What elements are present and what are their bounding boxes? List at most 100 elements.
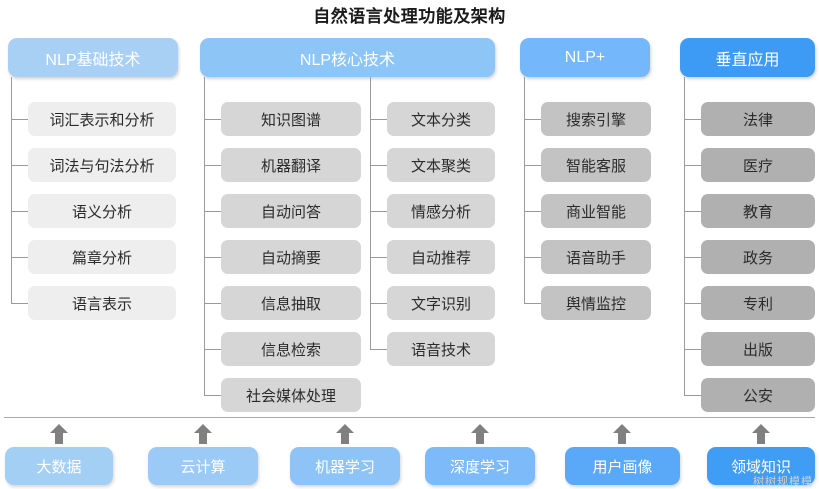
list-item-label: 教育 — [742, 203, 773, 221]
list-item-label: 信息检索 — [260, 341, 321, 359]
column-header-nlp-basic[interactable]: NLP基础技术 — [8, 38, 178, 77]
tree-trunk-col2b — [370, 77, 371, 350]
watermark: 树树规模模 — [753, 476, 813, 488]
list-item-label: 文字识别 — [410, 295, 471, 313]
list-item[interactable]: 信息检索 — [221, 332, 361, 366]
list-item-label: 知识图谱 — [260, 111, 321, 129]
foundation-item-label: 机器学习 — [314, 458, 375, 476]
up-arrow-icon — [469, 423, 491, 445]
tree-trunk-col4 — [684, 77, 685, 396]
list-item-label: 词法与句法分析 — [49, 157, 155, 175]
list-item[interactable]: 知识图谱 — [221, 102, 361, 136]
up-arrow-icon — [611, 423, 633, 445]
tree-branch — [11, 303, 28, 304]
list-item[interactable]: 词法与句法分析 — [28, 148, 176, 182]
column-header-nlp-plus[interactable]: NLP+ — [520, 38, 650, 77]
tree-branch — [11, 211, 28, 212]
list-item[interactable]: 语义分析 — [28, 194, 176, 228]
list-item[interactable]: 文字识别 — [387, 286, 495, 320]
list-item[interactable]: 公安 — [701, 378, 815, 412]
list-item[interactable]: 教育 — [701, 194, 815, 228]
column-header-nlp-core[interactable]: NLP核心技术 — [200, 38, 495, 77]
list-item[interactable]: 机器翻译 — [221, 148, 361, 182]
list-item[interactable]: 文本聚类 — [387, 148, 495, 182]
tree-branch — [524, 257, 541, 258]
foundation-item-machine-learning[interactable]: 机器学习 — [290, 447, 400, 485]
list-item-label: 法律 — [742, 111, 773, 129]
tree-branch — [204, 303, 221, 304]
tree-branch — [370, 119, 387, 120]
tree-trunk-col2a — [204, 77, 205, 396]
list-item-label: 篇章分析 — [71, 249, 132, 267]
tree-branch — [204, 119, 221, 120]
list-item-label: 自动问答 — [260, 203, 321, 221]
list-item-label: 文本分类 — [410, 111, 471, 129]
list-item[interactable]: 语音助手 — [541, 240, 651, 274]
list-item[interactable]: 信息抽取 — [221, 286, 361, 320]
list-item[interactable]: 商业智能 — [541, 194, 651, 228]
list-item-label: 语音技术 — [410, 341, 471, 359]
tree-branch — [684, 257, 701, 258]
list-item-label: 语音助手 — [565, 249, 626, 267]
tree-branch — [684, 349, 701, 350]
column-header-vertical-apps[interactable]: 垂直应用 — [680, 38, 815, 77]
list-item[interactable]: 自动问答 — [221, 194, 361, 228]
tree-branch — [524, 303, 541, 304]
list-item[interactable]: 语音技术 — [387, 332, 495, 366]
list-item[interactable]: 自动摘要 — [221, 240, 361, 274]
list-item-label: 公安 — [742, 387, 773, 405]
list-item[interactable]: 医疗 — [701, 148, 815, 182]
column-header-label: 垂直应用 — [715, 51, 780, 69]
tree-branch — [524, 165, 541, 166]
tree-branch — [524, 119, 541, 120]
foundation-item-deep-learning[interactable]: 深度学习 — [425, 447, 535, 485]
list-item[interactable]: 词汇表示和分析 — [28, 102, 176, 136]
list-item-label: 舆情监控 — [565, 295, 626, 313]
list-item-label: 自动推荐 — [410, 249, 471, 267]
foundation-item-label: 用户画像 — [592, 458, 653, 476]
page-title: 自然语言处理功能及架构 — [313, 7, 506, 26]
foundation-item-label: 大数据 — [36, 458, 82, 476]
list-item[interactable]: 社会媒体处理 — [221, 378, 361, 412]
tree-branch — [370, 257, 387, 258]
list-item[interactable]: 搜索引擎 — [541, 102, 651, 136]
tree-branch — [11, 119, 28, 120]
foundation-item-user-profile[interactable]: 用户画像 — [565, 447, 680, 485]
list-item[interactable]: 情感分析 — [387, 194, 495, 228]
tree-branch — [684, 303, 701, 304]
list-item-label: 专利 — [742, 295, 773, 313]
up-arrow-icon — [334, 423, 356, 445]
foundation-item-big-data[interactable]: 大数据 — [5, 447, 113, 485]
up-arrow-icon — [192, 423, 214, 445]
list-item-label: 文本聚类 — [410, 157, 471, 175]
list-item[interactable]: 法律 — [701, 102, 815, 136]
list-item[interactable]: 篇章分析 — [28, 240, 176, 274]
tree-branch — [204, 395, 221, 396]
list-item[interactable]: 出版 — [701, 332, 815, 366]
up-arrow-icon — [750, 423, 772, 445]
foundation-item-label: 云计算 — [180, 458, 226, 476]
foundation-item-domain-knowledge[interactable]: 领域知识 — [707, 447, 815, 485]
list-item-label: 情感分析 — [410, 203, 471, 221]
list-item-label: 语言表示 — [71, 295, 132, 313]
list-item[interactable]: 政务 — [701, 240, 815, 274]
list-item[interactable]: 智能客服 — [541, 148, 651, 182]
list-item[interactable]: 专利 — [701, 286, 815, 320]
tree-branch — [684, 165, 701, 166]
tree-branch — [204, 211, 221, 212]
tree-branch — [684, 211, 701, 212]
tree-branch — [684, 119, 701, 120]
tree-branch — [204, 165, 221, 166]
list-item[interactable]: 舆情监控 — [541, 286, 651, 320]
foundation-item-cloud-computing[interactable]: 云计算 — [148, 447, 258, 485]
foundation-item-label: 领域知识 — [730, 458, 791, 476]
tree-trunk-col1 — [11, 77, 12, 304]
list-item[interactable]: 语言表示 — [28, 286, 176, 320]
foundation-item-label: 深度学习 — [449, 458, 510, 476]
list-item[interactable]: 自动推荐 — [387, 240, 495, 274]
list-item[interactable]: 文本分类 — [387, 102, 495, 136]
tree-branch — [11, 257, 28, 258]
tree-branch — [204, 349, 221, 350]
list-item-label: 政务 — [742, 249, 773, 267]
